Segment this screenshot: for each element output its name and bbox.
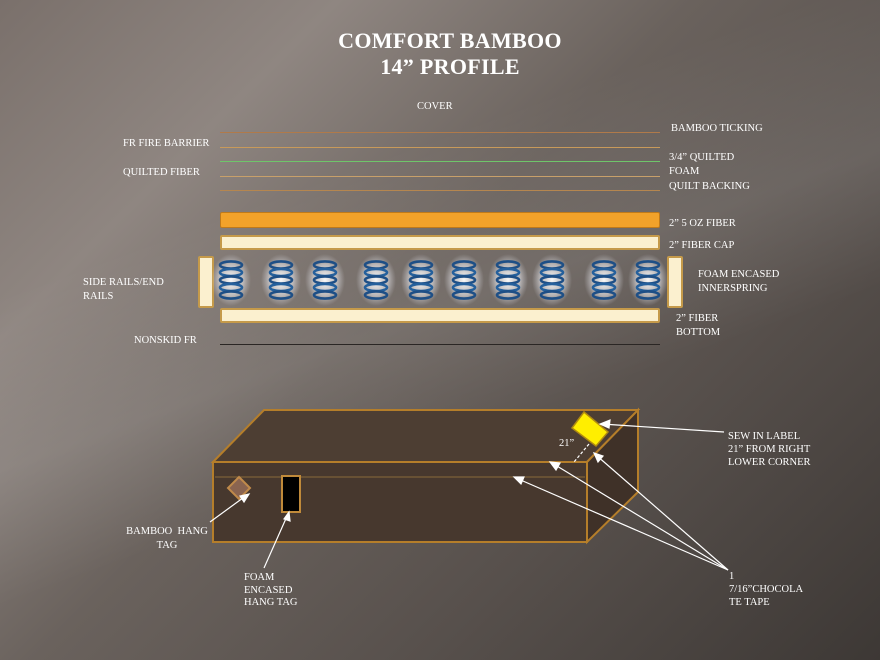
fiber-5oz-layer	[220, 212, 660, 228]
arrow-head	[239, 493, 251, 504]
bamboo-ticking-line	[220, 132, 660, 133]
bamboo-hang-tag-label-1: BAMBOO HANG	[126, 526, 208, 537]
arrow-head	[512, 476, 525, 486]
arrow-hang-tag	[209, 494, 248, 523]
fiber-cap-layer	[220, 235, 660, 250]
quilt-backing-label: QUILT BACKING	[669, 181, 750, 192]
nonskid-line	[220, 344, 660, 345]
quilted-foam-label-2: FOAM	[669, 166, 700, 177]
tape-label-1: 1	[729, 571, 735, 582]
quilted-fiber-line	[220, 176, 660, 177]
arrow-head	[592, 452, 605, 464]
fiber-bottom-label-2: BOTTOM	[676, 327, 721, 338]
box-front-face	[212, 461, 588, 543]
arrow-tape-corner	[551, 462, 729, 571]
bamboo-hang-tag-icon	[226, 475, 252, 501]
dimension-dashed-line	[573, 443, 590, 463]
tape-label-3: TE TAPE	[729, 597, 770, 608]
side-rails-label-2: RAILS	[83, 291, 114, 302]
box-top-face	[210, 409, 641, 463]
fiber-5oz-label: 2” 5 OZ FIBER	[669, 218, 736, 229]
sew-label-text-1: SEW IN LABEL	[728, 431, 801, 442]
foam-hang-tag-label-3: HANG TAG	[244, 597, 298, 608]
tape-label-2: 7/16”CHOCOLA	[729, 584, 804, 595]
fr-fire-barrier-label: FR FIRE BARRIER	[123, 138, 210, 149]
sew-label-text-2: 21” FROM RIGHT	[728, 444, 811, 455]
arrow-foam-tag	[263, 513, 289, 569]
arrow-tape-side	[595, 454, 729, 571]
arrow-head	[283, 510, 291, 522]
fiber-bottom-label-1: 2” FIBER	[676, 313, 719, 324]
innerspring-label-2: INNERSPRING	[698, 283, 768, 294]
sew-label-text-3: LOWER CORNER	[728, 457, 811, 468]
bamboo-ticking-label: BAMBOO TICKING	[671, 123, 763, 134]
quilt-backing-line	[220, 190, 660, 191]
quilted-foam-line	[220, 161, 660, 162]
dimension-label: 21”	[559, 438, 575, 449]
fire-barrier-line	[220, 147, 660, 148]
sew-in-label-icon	[570, 410, 610, 448]
bamboo-hang-tag-label-2: TAG	[156, 540, 178, 551]
arrow-head	[598, 419, 611, 429]
arrow-head	[548, 461, 561, 472]
foam-hang-tag-label-1: FOAM	[244, 572, 275, 583]
side-rails-label-1: SIDE RAILS/END	[83, 277, 164, 288]
foam-hang-tag-label-2: ENCASED	[244, 585, 293, 596]
foam-hang-tag-icon	[281, 475, 301, 513]
fiber-bottom-layer	[220, 308, 660, 323]
nonskid-label: NONSKID FR	[134, 335, 197, 346]
arrow-tape-front	[515, 477, 729, 571]
diagram-title: COMFORT BAMBOO	[338, 28, 562, 53]
innerspring-label-1: FOAM ENCASED	[698, 269, 780, 280]
fiber-cap-label: 2” FIBER CAP	[669, 240, 735, 251]
cover-label: COVER	[417, 101, 453, 112]
quilted-fiber-label: QUILTED FIBER	[123, 167, 200, 178]
quilted-foam-label-1: 3/4” QUILTED	[669, 152, 735, 163]
arrow-sew-label	[601, 423, 725, 433]
side-rail-right	[667, 256, 683, 308]
diagram-subtitle: 14” PROFILE	[380, 54, 520, 79]
